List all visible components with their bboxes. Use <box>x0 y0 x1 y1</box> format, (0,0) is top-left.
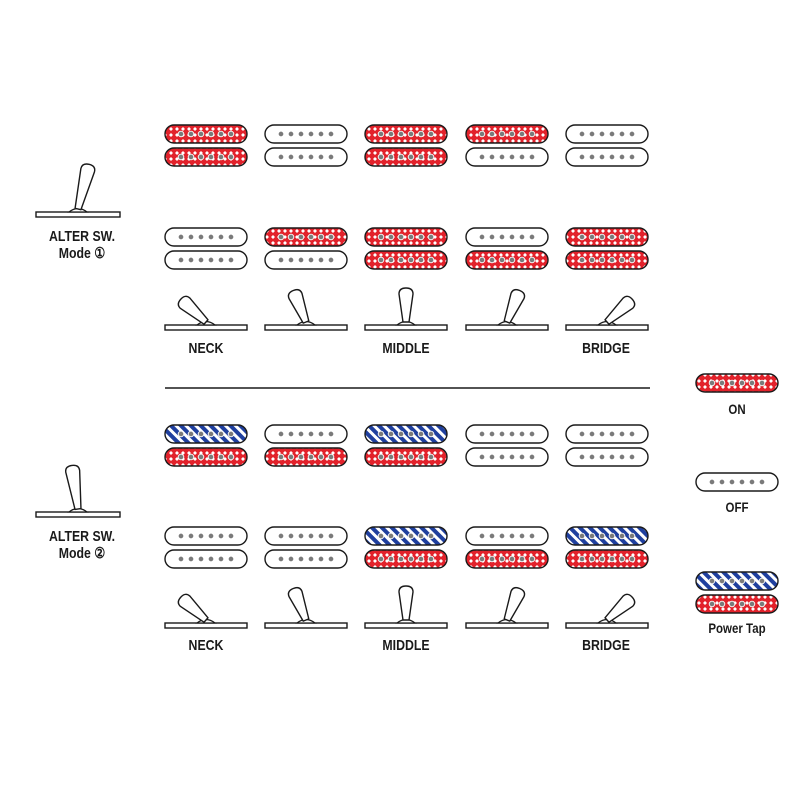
position-label-neck: NECK <box>188 637 224 654</box>
pickup-coil-top <box>264 227 348 247</box>
pickup-coil-top <box>565 526 649 546</box>
humbucker-pickup <box>264 526 348 569</box>
humbucker-pickup <box>364 124 448 167</box>
pickup-coil-bottom <box>364 447 448 467</box>
pickup-coil-bottom <box>695 594 779 614</box>
pickup-coil-top <box>164 124 248 144</box>
pickup-coil-bottom <box>164 447 248 467</box>
position-label-bridge: BRIDGE <box>582 637 630 654</box>
humbucker-pickup <box>465 124 549 167</box>
pickup-coil-bottom <box>364 147 448 167</box>
humbucker-pickup <box>264 227 348 270</box>
legend-off-label: OFF <box>725 499 749 515</box>
pickup-coil-top <box>364 227 448 247</box>
humbucker-pickup <box>565 526 649 569</box>
humbucker-pickup <box>364 227 448 270</box>
pickup-coil-bottom <box>164 549 248 569</box>
humbucker-pickup <box>164 424 248 467</box>
alter-switch-mode-1 <box>35 163 121 218</box>
pickup-coil-bottom <box>565 549 649 569</box>
pickup-coil-top <box>565 227 649 247</box>
pickup-coil-top <box>264 124 348 144</box>
mode-1-label: ALTER SW. Mode ① <box>33 228 131 262</box>
pickup-coil-bottom <box>164 250 248 270</box>
legend-power-tap-swatch <box>695 571 779 614</box>
toggle-switch-neck-middle <box>264 586 348 629</box>
humbucker-pickup <box>264 424 348 467</box>
humbucker-pickup <box>565 227 649 270</box>
position-label-bridge: BRIDGE <box>582 340 630 357</box>
legend-off-swatch <box>695 472 779 492</box>
toggle-switch-bridge <box>565 593 649 629</box>
toggle-switch-middle-bridge <box>465 586 549 629</box>
humbucker-pickup <box>264 124 348 167</box>
toggle-switch-middle <box>364 585 448 629</box>
humbucker-pickup <box>164 526 248 569</box>
toggle-switch-neck <box>164 295 248 331</box>
mode-2-label-line1: ALTER SW. <box>48 528 116 545</box>
pickup-coil-bottom <box>465 447 549 467</box>
humbucker-pickup <box>565 424 649 467</box>
legend-on-swatch <box>695 373 779 393</box>
mode-2-label: ALTER SW. Mode ② <box>33 528 131 562</box>
pickup-coil-top <box>465 526 549 546</box>
alter-switch-mode-2 <box>35 464 121 518</box>
pickup-coil-bottom <box>264 447 348 467</box>
pickup-coil-top <box>465 124 549 144</box>
pickup-coil-bottom <box>364 250 448 270</box>
pickup-coil-top <box>565 124 649 144</box>
mode-1-label-line2: Mode ① <box>58 245 106 262</box>
pickup-coil-top <box>264 424 348 444</box>
toggle-switch-bridge <box>565 295 649 331</box>
humbucker-pickup <box>364 526 448 569</box>
pickup-coil-bottom <box>565 250 649 270</box>
pickup-coil-bottom <box>264 549 348 569</box>
humbucker-pickup <box>465 526 549 569</box>
legend-on-label: ON <box>728 401 746 417</box>
pickup-coil-top <box>364 424 448 444</box>
toggle-switch-neck <box>164 593 248 629</box>
mode-1-label-line1: ALTER SW. <box>48 228 116 245</box>
pickup-coil-top <box>164 227 248 247</box>
pickup-coil-top <box>465 227 549 247</box>
pickup-coil-bottom <box>465 250 549 270</box>
humbucker-pickup <box>364 424 448 467</box>
mode-2-label-line2: Mode ② <box>58 545 106 562</box>
pickup-coil-top <box>364 526 448 546</box>
pickup-coil-top <box>465 424 549 444</box>
humbucker-pickup <box>164 227 248 270</box>
pickup-coil-bottom <box>164 147 248 167</box>
pickup-coil-bottom <box>565 447 649 467</box>
toggle-switch-neck-middle <box>264 288 348 331</box>
humbucker-pickup <box>565 124 649 167</box>
pickup-coil-top <box>164 424 248 444</box>
humbucker-pickup <box>465 424 549 467</box>
toggle-switch-middle <box>364 287 448 331</box>
pickup-coil-bottom <box>465 147 549 167</box>
pickup-coil-bottom <box>264 250 348 270</box>
pickup-coil-bottom <box>264 147 348 167</box>
pickup-coil-bottom <box>565 147 649 167</box>
humbucker-pickup <box>164 124 248 167</box>
position-label-middle: MIDDLE <box>382 340 430 357</box>
pickup-coil-top <box>565 424 649 444</box>
position-label-neck: NECK <box>188 340 224 357</box>
toggle-switch-middle-bridge <box>465 288 549 331</box>
pickup-coil-top <box>164 526 248 546</box>
pickup-coil-bottom <box>465 549 549 569</box>
humbucker-pickup <box>465 227 549 270</box>
pickup-coil-top <box>264 526 348 546</box>
position-label-middle: MIDDLE <box>382 637 430 654</box>
pickup-coil-bottom <box>364 549 448 569</box>
pickup-coil-top <box>695 571 779 591</box>
pickup-coil-top <box>364 124 448 144</box>
legend-power-tap-label: Power Tap <box>708 620 766 636</box>
